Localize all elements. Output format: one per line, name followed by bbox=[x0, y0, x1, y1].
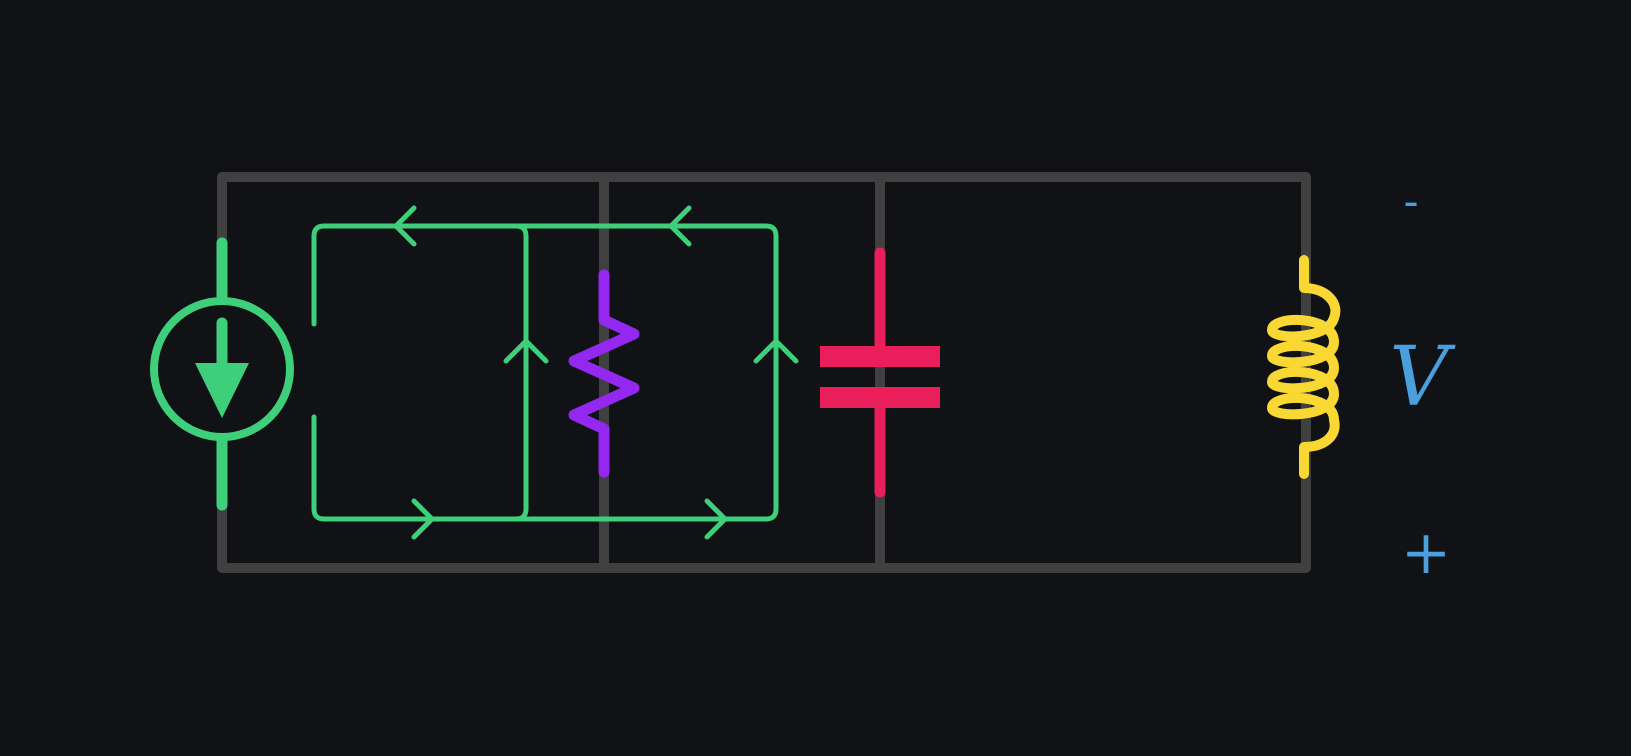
current-arrow-top-left-icon bbox=[393, 205, 417, 247]
resistor-zigzag bbox=[568, 269, 640, 478]
current-arrow-outer-up-icon bbox=[753, 338, 799, 364]
inductor-coil bbox=[1267, 255, 1341, 479]
voltage-minus-label: - bbox=[1404, 176, 1419, 227]
voltage-label: V bbox=[1389, 330, 1456, 425]
resistor bbox=[568, 269, 640, 478]
current-loop-outer bbox=[513, 223, 779, 522]
capacitor-plate-bottom bbox=[820, 387, 940, 408]
current-flow-loops bbox=[311, 205, 799, 540]
current-arrow-top-right-icon bbox=[668, 205, 692, 247]
current-arrow-bottom-left-icon bbox=[411, 498, 435, 540]
inductor bbox=[1267, 255, 1341, 479]
current-source bbox=[150, 237, 294, 511]
current-source-arrow-head-icon bbox=[195, 363, 249, 418]
current-arrow-inner-up-icon bbox=[503, 338, 549, 364]
capacitor bbox=[820, 247, 940, 498]
current-loop-inner bbox=[311, 223, 529, 522]
capacitor-plate-top bbox=[820, 346, 940, 367]
circuit-wires bbox=[217, 172, 1311, 573]
voltage-plus-label: + bbox=[1401, 518, 1451, 588]
current-arrow-bottom-right-icon bbox=[704, 498, 728, 540]
wire-outer-loop bbox=[217, 172, 1311, 573]
